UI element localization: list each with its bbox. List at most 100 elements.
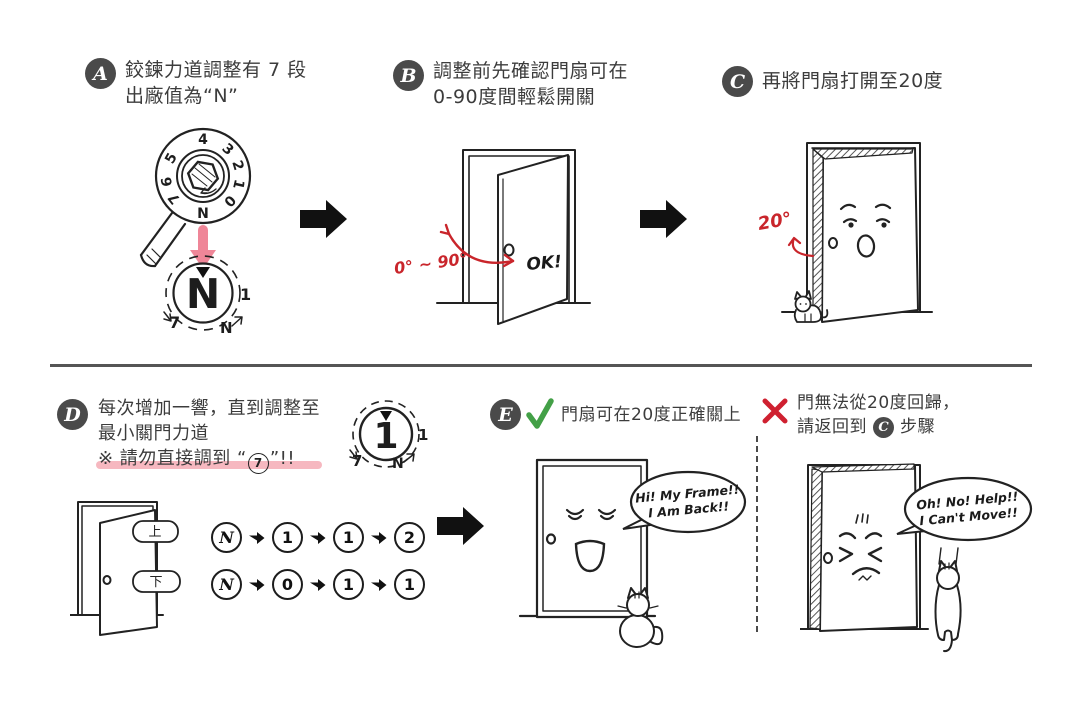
sequence-step: 0: [272, 569, 303, 600]
svg-text:4: 4: [198, 132, 208, 148]
step-e-line1: 門扇可在20度正確關上: [561, 405, 742, 425]
door-jamb-hatch: [809, 468, 823, 630]
cw-arrow-icon: [403, 453, 415, 463]
step-a-line2: 出廠值為“N”: [125, 85, 239, 107]
svg-text:6: 6: [159, 176, 176, 188]
sequence-step: N: [211, 522, 242, 553]
door-panel: [819, 464, 918, 632]
dial-setting-1-illustration: 1 1 7 N: [349, 400, 428, 472]
dial-knob: [139, 127, 252, 268]
step-a-badge: A: [85, 58, 116, 89]
sequence-step: 1: [333, 569, 364, 600]
sequence-arrow-icon: [249, 531, 265, 544]
claw-lines: [938, 547, 959, 565]
cat-tail: [650, 625, 664, 646]
door-frame: [77, 501, 158, 616]
happy-door-illustration: Hi! My Frame!! I Am Back!!: [518, 458, 747, 648]
warning-highlight: [96, 461, 322, 469]
sequence-arrow-icon: [310, 578, 326, 591]
open-mouth: [856, 234, 876, 258]
sequence-step: 2: [394, 522, 425, 553]
svg-text:7: 7: [169, 313, 180, 332]
hinge-bottom-pill: [132, 570, 181, 593]
door-20deg-illustration: 20°: [756, 142, 933, 323]
step-b-letter: B: [400, 64, 417, 87]
sequence-arrow-icon: [371, 578, 387, 591]
svg-text:1: 1: [229, 178, 247, 191]
fail-line2-suffix: 步驟: [900, 417, 935, 437]
ccw-arrow-icon: [163, 311, 172, 322]
dial-value: 1: [373, 416, 398, 457]
svg-text:N: N: [220, 319, 233, 337]
swing-range-label: 0° ~ 90°: [393, 249, 469, 278]
hinge-top-label: 上: [148, 525, 161, 540]
happy-face: [565, 508, 617, 573]
door-knob: [545, 533, 557, 545]
svg-text:5: 5: [162, 150, 181, 166]
dashed-separator: [756, 436, 758, 632]
cat-hanging: [934, 547, 962, 653]
hinge-dial-illustration: 4 3 2 1 0 N 7 6 5 N 1 7 N: [139, 127, 252, 337]
sequence-row-bottom: N 0 1 1: [211, 569, 425, 600]
door-panel: [821, 147, 919, 323]
circled-7: 7: [247, 453, 269, 474]
closed-eye: [565, 508, 585, 521]
swing-arrow-icon: [787, 236, 815, 258]
flow-arrow-icon: [640, 200, 687, 238]
step-a-text: 鉸鍊力道調整有 7 段 出廠值為“N”: [125, 57, 307, 109]
pointer-triangle-icon: [196, 267, 210, 278]
step-a-letter: A: [93, 62, 108, 85]
speech-bubble: Hi! My Frame!! I Am Back!!: [622, 470, 747, 534]
stuck-door-illustration: Oh! No! Help!! I Can't Move!!: [800, 463, 1033, 653]
pointer-triangle-icon: [380, 411, 392, 421]
step-d-line2: 最小關門力道: [98, 423, 209, 444]
step-c-badge: C: [722, 66, 753, 97]
step-e-badge: E: [490, 399, 521, 430]
eyebrow: [874, 203, 892, 210]
sequence-arrow-icon: [310, 531, 326, 544]
check-icon: [526, 398, 554, 429]
step-b-line2: 0-90度間輕鬆開關: [433, 86, 596, 108]
svg-text:2: 2: [228, 158, 246, 172]
sequence-step: N: [211, 569, 242, 600]
door-knob: [102, 575, 112, 585]
door-0-90-illustration: 0° ~ 90° OK!: [393, 149, 591, 325]
sequence-step: 1: [394, 569, 425, 600]
squeezed-eye: [838, 546, 854, 563]
door-frame: [806, 142, 921, 313]
step-c-line1: 再將門扇打開至20度: [762, 70, 944, 92]
step-d-badge: D: [57, 399, 88, 430]
step-c-ref-badge: C: [873, 417, 894, 438]
rotate-arrow-icon: [200, 187, 217, 195]
step-a-line1: 鉸鍊力道調整有 7 段: [125, 59, 307, 81]
svg-text:7: 7: [352, 452, 362, 470]
bubble-line2: I Am Back!!: [648, 498, 730, 520]
step-d-text: 每次增加一響，直到調整至 最小關門力道 ※ 請勿直接調到 “7”!!: [98, 396, 320, 474]
step-c-letter: C: [729, 70, 746, 93]
hex-socket-icon: [186, 160, 220, 192]
step-d-line1: 每次增加一響，直到調整至: [98, 398, 320, 419]
svg-text:1: 1: [240, 285, 251, 304]
svg-text:1: 1: [418, 426, 428, 444]
ok-label: OK!: [526, 252, 563, 275]
cat-peeking: [793, 290, 829, 323]
speech-bubble: Oh! No! Help!! I Can't Move!!: [896, 476, 1033, 542]
door-panel: [497, 154, 569, 325]
sequence-step: 1: [272, 522, 303, 553]
step-e-text: 門扇可在20度正確關上: [561, 404, 741, 427]
step-d-letter: D: [64, 403, 81, 426]
smiling-mouth: [574, 539, 606, 573]
eyebrow: [839, 203, 857, 211]
sequence-step: 1: [333, 522, 364, 553]
pink-down-arrow-icon: [190, 225, 216, 269]
fail-line2: 請返回到 C 步驟: [797, 416, 935, 439]
swing-arc-arrow-icon: [439, 223, 515, 268]
stress-marks: [855, 513, 869, 524]
frown-mouth: [851, 567, 881, 576]
section-divider: [50, 364, 1032, 367]
flow-arrow-icon: [300, 200, 347, 238]
angle-label: 20°: [756, 208, 793, 235]
sequence-arrow-icon: [249, 578, 265, 591]
hinge-bottom-label: 下: [149, 575, 162, 590]
sequence-arrow-icon: [371, 531, 387, 544]
